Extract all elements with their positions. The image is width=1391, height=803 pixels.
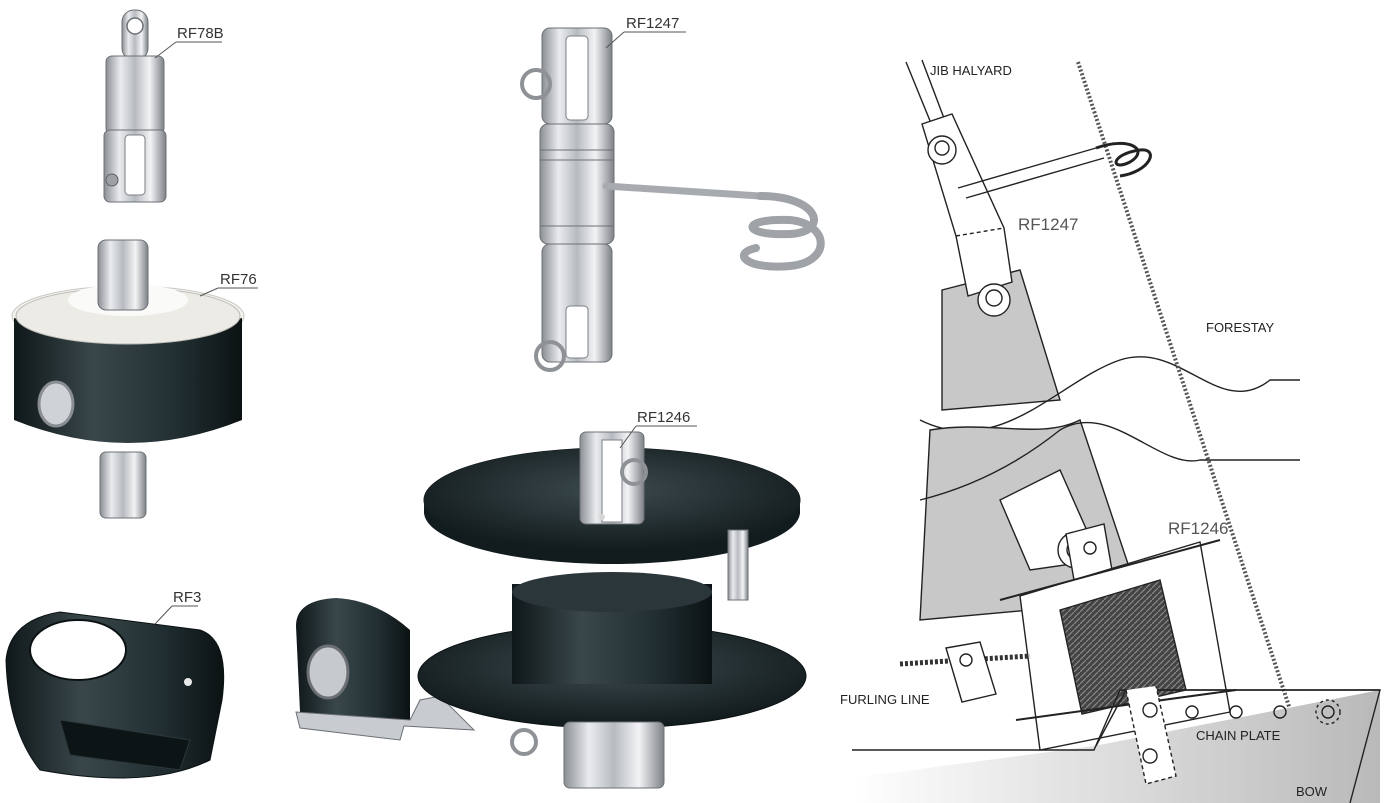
forestay-wire: [1076, 61, 1302, 741]
rf76-furling-drum: [11, 239, 245, 519]
rf1247-label: RF1247: [626, 15, 679, 32]
diagram-rf1246-label: RF1246: [1168, 519, 1228, 538]
rf78b-swivel: [103, 9, 167, 203]
installation-diagram: [852, 59, 1381, 803]
rf1246-leader-line: [619, 425, 637, 449]
rf1247-leader-line: [605, 31, 625, 49]
chain-plate-label: CHAIN PLATE: [1196, 728, 1281, 743]
rf76-label: RF76: [220, 271, 257, 288]
jib-halyard-label: JIB HALYARD: [930, 63, 1012, 78]
chain-plate-strap: [1125, 685, 1177, 785]
rf76-leader-line: [199, 287, 219, 297]
bow-label: BOW: [1296, 784, 1328, 799]
diagram-rf1247-seam: [955, 227, 1005, 237]
rf1246-furling-drum: [295, 431, 807, 789]
anti-wrap-arm-b: [965, 157, 1105, 199]
rf3-label: RF3: [173, 589, 201, 606]
anti-wrap-arm: [957, 147, 1097, 189]
furling-line-label: FURLING LINE: [840, 692, 930, 707]
rf3-leader-line: [154, 605, 173, 625]
lower-cut-line: [919, 422, 1300, 501]
rf78b-label: RF78B: [177, 25, 224, 42]
bow-shadow: [852, 690, 1380, 803]
forestay-label: FORESTAY: [1206, 320, 1274, 335]
diagram-rf1247-label: RF1247: [1018, 215, 1078, 234]
diagram-fairlead: [945, 641, 997, 703]
rf1247-top-swivel: [520, 27, 825, 372]
rf1246-label: RF1246: [637, 409, 690, 426]
anti-wrap-coil: [1095, 141, 1152, 178]
rf3-fairlead: [5, 611, 225, 779]
rf78b-leader-line: [154, 41, 177, 59]
deck-edge: [852, 689, 1381, 803]
